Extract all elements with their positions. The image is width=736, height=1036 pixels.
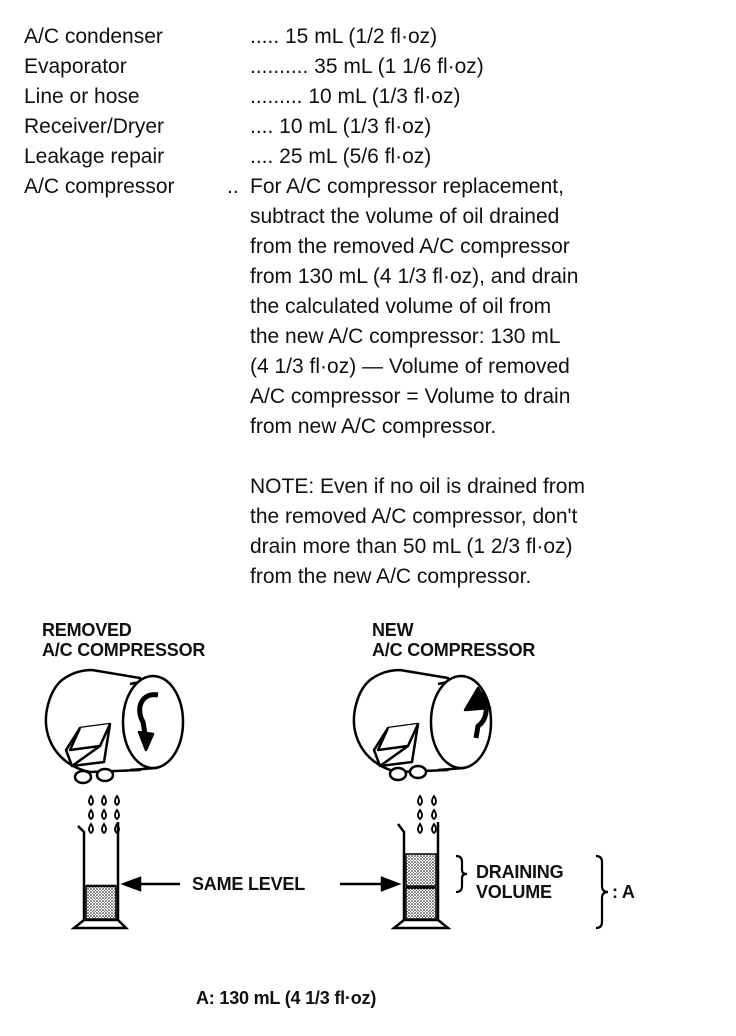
- draining-volume-label: DRAINING VOLUME: [476, 862, 564, 902]
- spec-name: Leakage repair: [24, 145, 165, 168]
- spec-value: ..... 15 mL (1/2 fl·oz): [250, 25, 438, 48]
- spec-row-leakage-repair: Leakage repair .... 25 mL (5/6 fl·oz): [24, 142, 724, 172]
- brace-icon: [455, 854, 609, 930]
- spec-row-line-hose: Line or hose ......... 10 mL (1/3 fl·oz): [24, 82, 724, 112]
- instruction-line: (4 1/3 fl·oz) — Volume of removed: [250, 355, 570, 378]
- removed-compressor-icon: [44, 668, 185, 785]
- instruction-line: A/C compressor = Volume to drain: [250, 385, 571, 408]
- removed-compressor-label: REMOVED A/C COMPRESSOR: [42, 620, 205, 660]
- same-level-label: SAME LEVEL: [192, 874, 306, 894]
- note-line: drain more than 50 mL (1 2/3 fl·oz): [250, 535, 573, 558]
- spec-row-evaporator: Evaporator .......... 35 mL (1 1/6 fl·oz…: [24, 52, 724, 82]
- spec-name: A/C condenser: [24, 25, 163, 48]
- spec-value: .... 25 mL (5/6 fl·oz): [250, 145, 432, 168]
- oil-diagram: REMOVED A/C COMPRESSOR NEW A/C COMPRESSO…: [0, 600, 736, 1036]
- spec-name: Receiver/Dryer: [24, 115, 165, 138]
- spec-value: .... 10 mL (1/3 fl·oz): [250, 115, 432, 138]
- spec-row-condenser: A/C condenser ..... 15 mL (1/2 fl·oz): [24, 22, 724, 52]
- label-line: VOLUME: [476, 882, 552, 902]
- label-line: A/C COMPRESSOR: [372, 640, 536, 660]
- new-compressor-icon: [352, 668, 493, 782]
- label-line: A/C COMPRESSOR: [42, 640, 206, 660]
- same-level-arrows: [120, 876, 402, 892]
- instruction-line: from new A/C compressor.: [250, 415, 497, 438]
- spec-list: A/C condenser ..... 15 mL (1/2 fl·oz) Ev…: [24, 22, 724, 588]
- instruction-line: For A/C compressor replacement,: [250, 175, 564, 198]
- label-line: REMOVED: [42, 620, 132, 640]
- diagram-drawing: [44, 668, 609, 930]
- spec-value: .......... 35 mL (1 1/6 fl·oz): [250, 55, 484, 78]
- instruction-line: the new A/C compressor: 130 mL: [250, 325, 561, 348]
- spec-row-receiver-dryer: Receiver/Dryer .... 10 mL (1/3 fl·oz): [24, 112, 724, 142]
- a-marker-label: : A: [612, 882, 635, 902]
- instruction-line: from 130 mL (4 1/3 fl·oz), and drain: [250, 265, 579, 288]
- spec-value: ......... 10 mL (1/3 fl·oz): [250, 85, 461, 108]
- instruction-line: from the removed A/C compressor: [250, 235, 570, 258]
- spec-name: Evaporator: [24, 55, 127, 78]
- measuring-cylinder-new-icon: [390, 822, 452, 930]
- spec-row-compressor: A/C compressor .. For A/C compressor rep…: [24, 172, 724, 588]
- note-line: the removed A/C compressor, don't: [250, 505, 578, 528]
- instruction-line: the calculated volume of oil from: [250, 295, 552, 318]
- compressor-instructions: For A/C compressor replacement, subtract…: [250, 172, 585, 592]
- spec-name: A/C compressor: [24, 175, 175, 198]
- measuring-cylinder-removed-icon: [70, 822, 130, 930]
- footnote: A: 130 mL (4 1/3 fl·oz): [196, 988, 377, 1008]
- spec-leader-dots: ..: [227, 175, 239, 198]
- label-line: DRAINING: [476, 862, 564, 882]
- oil-drops-icon: [88, 794, 120, 835]
- label-line: NEW: [372, 620, 414, 640]
- note-line: NOTE: Even if no oil is drained from: [250, 475, 585, 498]
- instruction-line: subtract the volume of oil drained: [250, 205, 560, 228]
- spec-name: Line or hose: [24, 85, 140, 108]
- new-compressor-label: NEW A/C COMPRESSOR: [372, 620, 535, 660]
- note-line: from the new A/C compressor.: [250, 565, 532, 588]
- oil-drops-icon: [417, 794, 437, 835]
